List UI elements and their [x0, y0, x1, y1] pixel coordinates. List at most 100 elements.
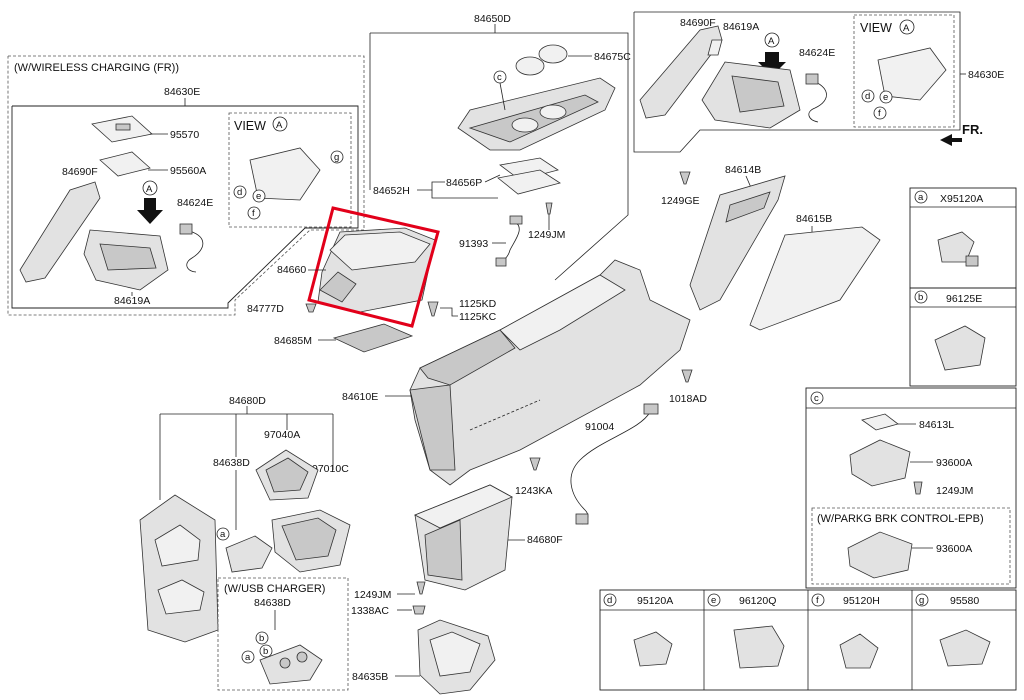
label-84777D[interactable]: 84777D [247, 303, 284, 315]
leader-1125 [440, 307, 458, 317]
module-84638D [225, 535, 273, 573]
legend-c-part2[interactable]: 93600A [936, 457, 972, 469]
harness-84624E-left [185, 229, 204, 273]
side-pad-84615B [749, 226, 881, 331]
label-95560A[interactable]: 95560A [170, 165, 206, 177]
console-front-face [419, 329, 516, 386]
label-84675C[interactable]: 84675C [594, 51, 631, 63]
legend-a-part[interactable]: X95120A [940, 193, 983, 205]
label-91393[interactable]: 91393 [459, 238, 488, 250]
legend-c-epb-box [811, 507, 1011, 585]
legend-c-part1[interactable]: 84613L [919, 419, 954, 431]
label-91004[interactable]: 91004 [585, 421, 614, 433]
label-1249JM-bot[interactable]: 1249JM [354, 589, 391, 601]
label-84680D[interactable]: 84680D [229, 395, 266, 407]
console-side-lower [409, 384, 456, 471]
callout-A-right-text: A [768, 36, 775, 47]
harness-connector-l [179, 223, 193, 235]
legend-b-key [914, 290, 928, 304]
bracket-84619A-inner [731, 75, 785, 113]
label-84624E-left[interactable]: 84624E [177, 197, 213, 209]
connector-91393-b [495, 257, 507, 267]
connector-91393 [509, 215, 523, 225]
legend-e-key [707, 593, 721, 607]
legend-c-sub-header[interactable]: (W/PARKG BRK CONTROL-EPB) [817, 513, 984, 525]
label-84638D-usb[interactable]: 84638D [254, 597, 291, 609]
label-view-left[interactable]: VIEW [234, 119, 266, 133]
label-84624E-right[interactable]: 84624E [799, 47, 835, 59]
cup-ring-2 [515, 56, 545, 76]
screw-1243KA [529, 457, 541, 471]
label-84660[interactable]: 84660 [277, 264, 306, 276]
legend-b-part[interactable]: 96125E [946, 293, 982, 305]
armrest-lid-top [329, 231, 431, 271]
legend-a-connector [965, 255, 979, 267]
legend-g-part[interactable]: 95580 [950, 595, 979, 607]
group-wireless-charging: (W/WIRELESS CHARGING (FR)) 84630E 95570 … [7, 55, 365, 316]
callout-e-right-text: e [883, 92, 888, 103]
label-1125KD[interactable]: 1125KD [459, 298, 497, 310]
label-84614B[interactable]: 84614B [725, 164, 761, 176]
label-84638D[interactable]: 84638D [213, 457, 250, 469]
label-usb-header[interactable]: (W/USB CHARGER) [224, 583, 325, 595]
label-84650D[interactable]: 84650D [474, 13, 511, 25]
group-84650D: 84650D 84675C c 84652H 84656P 91393 1249… [369, 13, 631, 281]
callout-A-view-right-text: A [903, 23, 910, 34]
group-84630E-right: 84690F 84619A A 84624E VIEW A d e f 8463… [633, 11, 1004, 153]
callout-f-left [247, 206, 261, 220]
legend-c-pad [861, 413, 899, 431]
legend-e-part[interactable]: 96120Q [739, 595, 776, 607]
legend-f-part[interactable]: 95120H [843, 595, 880, 607]
group-84610E: 84610E [342, 259, 691, 486]
callout-g-left [330, 150, 344, 164]
legend-a-key [914, 190, 928, 204]
callout-a-usb-text: a [245, 652, 251, 663]
label-1249GE[interactable]: 1249GE [661, 195, 700, 207]
label-84690F-left[interactable]: 84690F [62, 166, 98, 178]
label-view-right[interactable]: VIEW [860, 21, 892, 35]
storage-bin-side [424, 519, 463, 581]
label-84656P[interactable]: 84656P [446, 177, 482, 189]
label-1338AC[interactable]: 1338AC [351, 605, 389, 617]
callout-b-usb-1 [255, 631, 269, 645]
legend-c-key-text: c [814, 393, 819, 404]
group-usb-charger: (W/USB CHARGER) 84638D b b a [217, 577, 349, 691]
label-1243KA[interactable]: 1243KA [515, 485, 552, 497]
harness-connector-r [805, 73, 819, 85]
label-84685M[interactable]: 84685M [274, 335, 312, 347]
bezel-opening-1 [154, 524, 201, 567]
label-97010C[interactable]: 97010C [312, 463, 349, 475]
view-a-inset-right [853, 14, 955, 128]
label-wireless-header[interactable]: (W/WIRELESS CHARGING (FR)) [14, 62, 179, 74]
console-body-84610E [409, 259, 691, 486]
label-84652H[interactable]: 84652H [373, 185, 410, 197]
label-1125KC[interactable]: 1125KC [459, 311, 497, 323]
label-84619A-right[interactable]: 84619A [723, 21, 759, 33]
legend-box-b [909, 287, 1017, 387]
label-84615B[interactable]: 84615B [796, 213, 832, 225]
group-84680F: 84680F [414, 484, 563, 591]
callout-a-84638D-text: a [220, 529, 226, 540]
screw-1249JM-bot [416, 581, 426, 595]
callout-A-right [764, 32, 780, 48]
label-1249JM-top[interactable]: 1249JM [528, 229, 565, 241]
leader-callout-c [499, 82, 506, 111]
legend-c-part4[interactable]: 93600A [936, 543, 972, 555]
bezel-opening-2 [157, 579, 205, 615]
label-1018AD[interactable]: 1018AD [669, 393, 707, 405]
label-84690F-right[interactable]: 84690F [680, 17, 716, 29]
callout-b-usb-2 [259, 644, 273, 658]
label-95570[interactable]: 95570 [170, 129, 199, 141]
label-84630E-left[interactable]: 84630E [164, 86, 200, 98]
label-84630E-right[interactable]: 84630E [968, 69, 1004, 81]
label-84619A-left[interactable]: 84619A [114, 295, 150, 307]
pad-84685M [332, 323, 414, 353]
label-84635B[interactable]: 84635B [352, 671, 388, 683]
label-84610E[interactable]: 84610E [342, 391, 378, 403]
label-97040A[interactable]: 97040A [264, 429, 300, 441]
group-84680D: 84680D 97040A 84638D 97010C a [139, 395, 351, 643]
legend-c-part3[interactable]: 1249JM [936, 485, 973, 497]
harness-84624E-right [808, 79, 827, 123]
legend-d-part[interactable]: 95120A [637, 595, 673, 607]
label-84680F[interactable]: 84680F [527, 534, 563, 546]
